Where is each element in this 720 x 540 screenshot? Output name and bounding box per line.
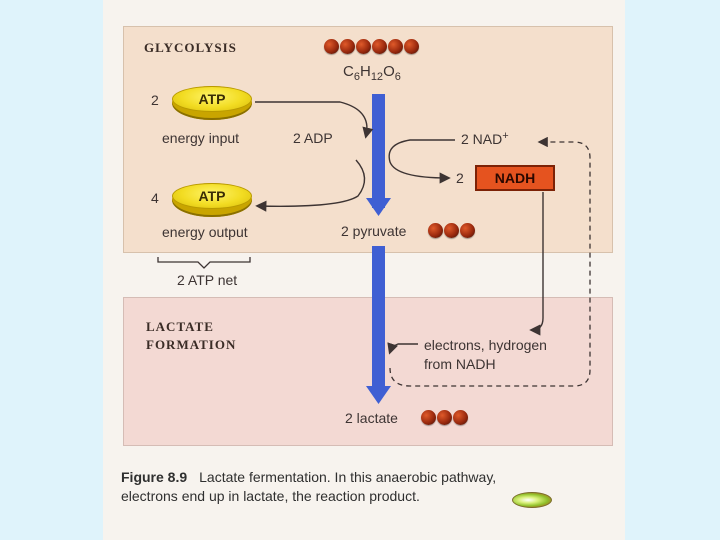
pathway-arrow-upper	[372, 94, 385, 208]
atp-input-arrow	[255, 101, 374, 139]
output-atp-label: ATP	[172, 183, 252, 209]
caption-text-line2: electrons end up in lactate, the reactio…	[121, 488, 420, 504]
energy-input-label: energy input	[162, 130, 240, 146]
lactate-label: 2 lactate	[345, 410, 398, 426]
glucose-molecule	[324, 39, 419, 54]
glycolysis-title: GLYCOLYSIS	[144, 40, 237, 55]
lactate-formation-panel	[123, 297, 613, 446]
nadh-box: NADH	[475, 165, 555, 191]
adp-label: 2 ADP	[293, 130, 333, 146]
electrons-label-line1: electrons, hydrogen	[424, 337, 547, 353]
lactate-title-line1: LACTATE	[146, 319, 214, 334]
nad-label: 2 NAD+	[461, 130, 509, 147]
caption-text-line1: Lactate fermentation. In this anaerobic …	[199, 469, 497, 485]
figure-caption: Figure 8.9 Lactate fermentation. In this …	[121, 468, 601, 506]
adp-to-atp-arrow	[255, 159, 366, 212]
energy-output-label: energy output	[162, 224, 248, 240]
nad-to-nadh-arrow	[388, 139, 455, 184]
figure-label: Figure 8.9	[121, 469, 188, 485]
nad-regeneration-dashed-arrow	[389, 136, 591, 387]
net-bracket	[157, 257, 251, 269]
output-atp-count: 4	[151, 190, 159, 206]
electrons-label-line2: from NADH	[424, 356, 496, 372]
pathway-arrow-lower	[372, 246, 385, 394]
nadh-to-electrons-arrow	[529, 192, 544, 336]
output-atp-token: ATP	[172, 183, 252, 217]
caption-line1: Figure 8.9 Lactate fermentation. In this …	[121, 468, 601, 487]
pyruvate-molecule	[428, 223, 475, 238]
net-atp-label: 2 ATP net	[177, 272, 238, 288]
lactate-molecule	[421, 410, 468, 425]
input-atp-count: 2	[151, 92, 159, 108]
glucose-formula: C6H12O6	[343, 63, 401, 83]
nadh-count: 2	[456, 170, 464, 186]
cd-icon[interactable]	[512, 492, 552, 508]
input-atp-label: ATP	[172, 86, 252, 112]
input-atp-token: ATP	[172, 86, 252, 120]
pathway-arrowhead-lower	[366, 386, 391, 404]
electrons-to-pathway-arrow	[387, 342, 418, 355]
pathway-arrowhead-upper	[366, 198, 391, 216]
pyruvate-label: 2 pyruvate	[341, 223, 407, 239]
lactate-title-line2: FORMATION	[146, 337, 237, 352]
